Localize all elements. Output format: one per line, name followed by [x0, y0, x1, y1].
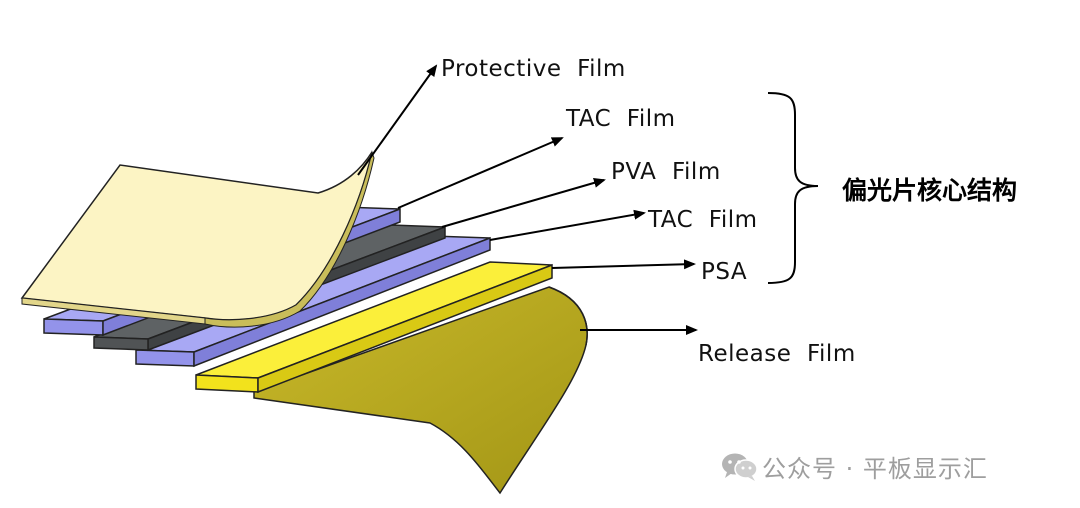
arrow-psa — [551, 259, 696, 270]
core-structure-brace — [767, 92, 819, 284]
release-film-layer — [253, 286, 588, 495]
protective-film-layer — [20, 150, 375, 328]
leader-arrows — [357, 64, 698, 335]
core-structure-label: 偏光片核心结构 — [842, 176, 1018, 205]
arrow-pva-film — [441, 177, 606, 228]
label-pva-film: PVA Film — [611, 159, 721, 185]
label-tac-film-top: TAC Film — [566, 106, 676, 132]
label-protective-film: Protective Film — [441, 56, 626, 82]
label-psa: PSA — [701, 259, 748, 285]
watermark: 公众号 · 平板显示汇 — [718, 450, 988, 483]
label-tac-film-bottom: TAC Film — [648, 207, 758, 233]
arrow-tac-film-bottom — [489, 209, 646, 241]
psa-layer — [195, 261, 553, 394]
label-release-film: Release Film — [698, 341, 856, 367]
arrow-tac-film-top — [397, 137, 564, 209]
wechat-icon — [722, 453, 758, 481]
arrow-protective-film — [357, 64, 438, 176]
watermark-text: 公众号 · 平板显示汇 — [762, 454, 988, 483]
